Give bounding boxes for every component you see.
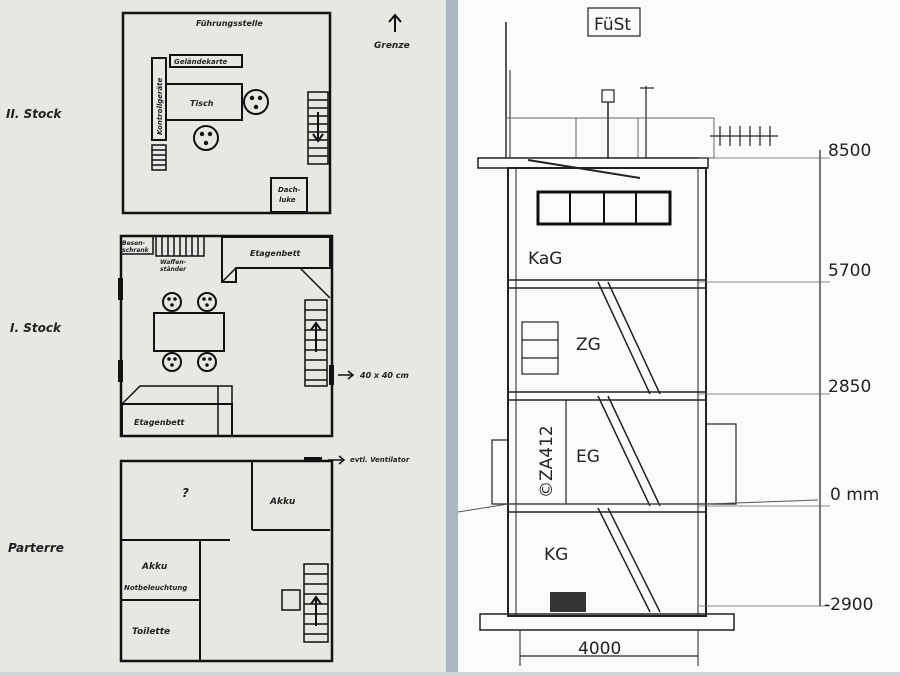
terrain-map-box	[169, 54, 243, 68]
bunk-bed-top	[221, 236, 331, 283]
camera-icon	[601, 89, 615, 103]
roof-hatch-box	[270, 177, 308, 213]
bunk-bed-top-label: Etagenbett	[250, 249, 302, 258]
weapon-rack-line2: ständer	[160, 266, 187, 273]
floor-plans-panel: II. Stock Führungsstelle Geländekarte Ko…	[0, 0, 446, 672]
dim-8500: 8500	[828, 141, 871, 161]
yagi-antenna-icon	[710, 126, 778, 146]
stool-icon	[197, 292, 217, 312]
arrow-right-icon	[338, 370, 355, 380]
stool-icon	[162, 352, 182, 372]
label-ground-floor: Parterre	[8, 541, 64, 555]
title-box	[587, 7, 641, 37]
foundation	[479, 613, 735, 631]
dim-5700: 5700	[828, 261, 871, 281]
ladder-icon	[151, 144, 167, 171]
roof-hatch-line2: luke	[279, 196, 296, 204]
ventilator-mark	[304, 457, 322, 462]
ventilator-label: evtl. Ventilator	[350, 456, 410, 464]
elevation-panel: FüSt	[457, 0, 900, 672]
first-floor-table	[153, 312, 225, 352]
toilet-label: Toilette	[132, 627, 170, 637]
battery-left-label: Akku	[141, 562, 168, 572]
broom-cabinet-line1: Besen-	[122, 240, 146, 247]
arrow-right-icon	[328, 455, 346, 465]
stairs-icon	[307, 91, 329, 165]
border-label: Grenze	[374, 41, 410, 51]
bunk-bed-section	[521, 321, 559, 375]
table-box	[165, 83, 243, 121]
broom-cabinet-line2: schrank	[122, 247, 150, 254]
level-eg: EG	[576, 447, 600, 467]
stairs-icon	[303, 563, 329, 643]
copyright-mark: ©ZA412	[537, 425, 557, 498]
small-cabinet	[281, 589, 301, 611]
stool-icon	[197, 352, 217, 372]
window-mark	[118, 278, 123, 300]
weapon-rack-icon	[155, 235, 205, 257]
emergency-light-label: Notbeleuchtung	[124, 584, 187, 592]
dim-0mm: 0 mm	[830, 485, 879, 505]
roof-hatch-line1: Dach-	[278, 186, 301, 194]
broom-cabinet-box	[120, 235, 154, 255]
elevation-svg: FüSt	[457, 7, 879, 666]
level-zg: ZG	[576, 335, 601, 355]
window-mark	[329, 365, 334, 385]
terrain-map-label: Geländekarte	[174, 58, 228, 66]
window-mark	[118, 360, 123, 382]
first-floor-outline	[119, 234, 334, 438]
dim-2850: 2850	[828, 377, 871, 397]
label-first-floor: I. Stock	[10, 321, 62, 335]
stool-icon	[243, 89, 269, 115]
stool-icon	[193, 125, 219, 151]
dim-4000: 4000	[578, 639, 621, 659]
north-arrow-icon	[388, 13, 402, 32]
unknown-room-label: ?	[182, 486, 189, 500]
equipment-block	[550, 592, 586, 612]
title-fuest: FüSt	[594, 15, 631, 35]
bunk-bed-bottom-label: Etagenbett	[134, 418, 186, 427]
stairs-icon	[304, 299, 328, 387]
control-devices-label: Kontrollgeräte	[156, 77, 164, 135]
table-label: Tisch	[190, 99, 214, 108]
dim-minus2900: -2900	[824, 595, 873, 615]
staircase	[597, 281, 661, 613]
battery-right-label: Akku	[269, 497, 296, 507]
roof-slab	[477, 157, 709, 169]
level-kag: KaG	[528, 249, 562, 269]
second-floor-outline	[121, 11, 332, 215]
panel-divider	[446, 0, 458, 672]
level-kg: KG	[544, 545, 568, 565]
floor-plans-svg: II. Stock Führungsstelle Geländekarte Ko…	[6, 11, 410, 663]
stool-icon	[162, 292, 182, 312]
room-title-fuehrungsstelle: Führungsstelle	[196, 19, 263, 28]
window-size-label: 40 x 40 cm	[359, 371, 409, 380]
ground-floor-outline	[119, 459, 334, 663]
bunk-bed-bottom	[121, 403, 233, 437]
label-second-floor: II. Stock	[6, 107, 62, 121]
weapon-rack-line1: Waffen-	[160, 259, 187, 266]
